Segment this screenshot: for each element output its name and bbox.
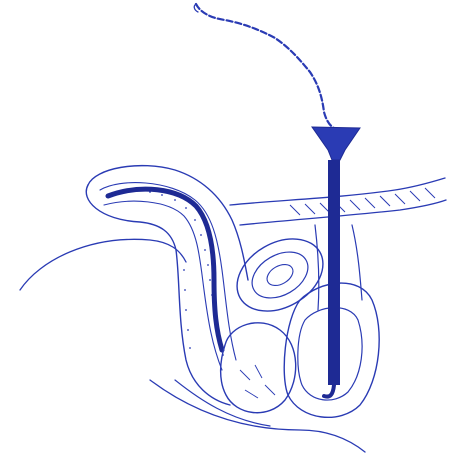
outer-left-curve [20, 239, 186, 290]
oval-spiral-mid [244, 243, 316, 308]
cannula-tube [328, 160, 340, 385]
dark-channel-band [108, 189, 222, 350]
oval-spiral-inner [263, 260, 296, 290]
cannula-tip [324, 385, 334, 397]
hatched-band-bottom [240, 200, 446, 225]
lower-lobe-texture [240, 365, 275, 398]
connective-line-left [315, 225, 319, 310]
funnel-cone [312, 127, 360, 160]
connective-line-right [352, 225, 362, 300]
organ-outline-top [88, 166, 248, 280]
catheter-wire [196, 4, 334, 128]
hatched-band-strokes [290, 188, 435, 215]
